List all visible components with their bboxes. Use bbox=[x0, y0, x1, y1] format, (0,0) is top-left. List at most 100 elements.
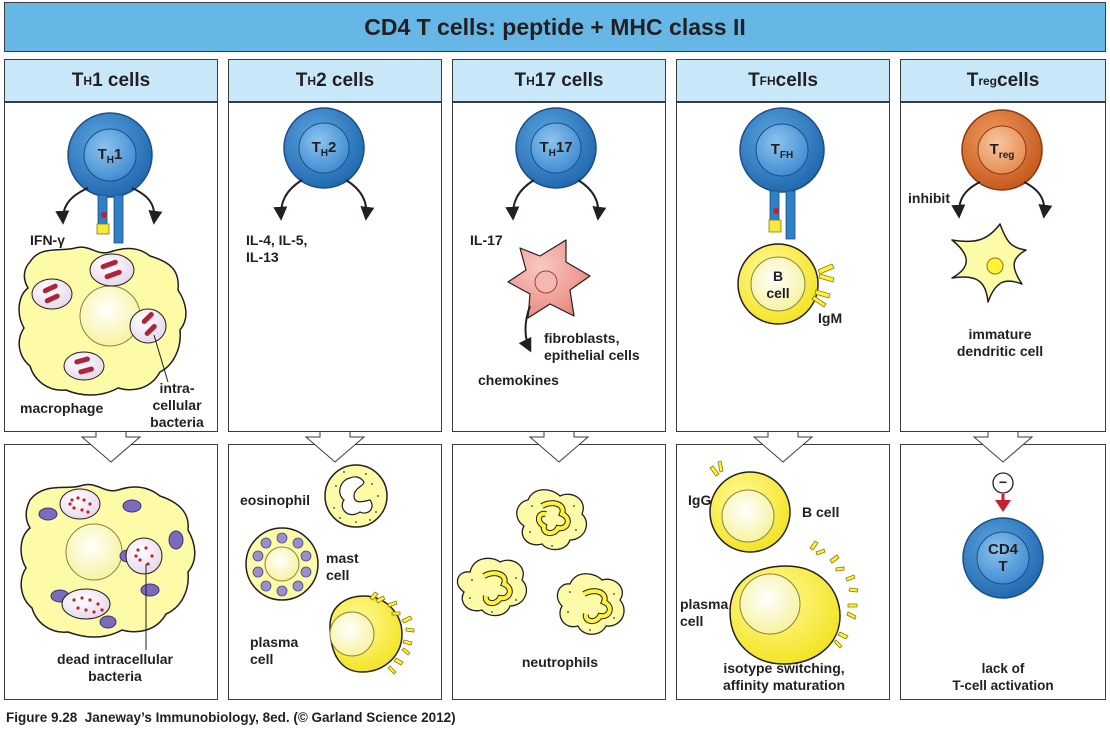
dead-bacteria-label: dead intracellular bacteria bbox=[57, 651, 173, 684]
transition-arrow-th2 bbox=[304, 432, 366, 463]
th2-cell-label: TH2 bbox=[306, 139, 342, 162]
cd4-t-cell bbox=[962, 517, 1044, 599]
immature-dc-label: immature dendritic cell bbox=[956, 326, 1044, 359]
plasma-cell-th2 bbox=[329, 595, 403, 673]
th17-cell-label-rest: 17 bbox=[555, 139, 573, 156]
eosinophil-label: eosinophil bbox=[240, 492, 310, 508]
th2-cell-label-rest: 2 bbox=[328, 139, 337, 156]
plasma-cell-th2-label: plasma cell bbox=[250, 634, 299, 667]
tfh-cell-label-main: T bbox=[770, 141, 780, 158]
b-cell-top bbox=[737, 243, 819, 325]
header-th1-main: T bbox=[71, 69, 84, 91]
treg-arrow-left bbox=[951, 181, 981, 219]
header-treg-main: T bbox=[966, 69, 979, 91]
th17-arrow-right bbox=[577, 179, 607, 221]
figure-number: Figure 9.28 bbox=[6, 710, 78, 725]
header-th2-main: T bbox=[295, 69, 308, 91]
tfh-cell-label: TFH bbox=[762, 141, 802, 164]
plasma-cell-tfh-label: plasma cell bbox=[680, 596, 729, 629]
b-cell-label: B cell bbox=[766, 268, 790, 301]
fibroblasts-label: fibroblasts, epithelial cells bbox=[544, 330, 640, 363]
macrophage-activated bbox=[18, 246, 187, 396]
th1-cell-label-main: T bbox=[97, 146, 107, 163]
th17-cell-label: TH17 bbox=[532, 139, 580, 162]
chemokines-label: chemokines bbox=[478, 372, 559, 388]
header-treg-rest: cells bbox=[997, 69, 1040, 91]
th1-arrow-left bbox=[55, 187, 89, 225]
figure-title: CD4 T cells: peptide + MHC class II bbox=[4, 2, 1106, 52]
igm-label: IgM bbox=[818, 310, 843, 326]
lack-activation-label: lack of T-cell activation bbox=[952, 661, 1054, 693]
immature-dendritic-cell bbox=[951, 223, 1027, 303]
th1-cell bbox=[67, 112, 153, 198]
b-cell-bottom bbox=[709, 471, 791, 553]
neutrophil-1 bbox=[516, 489, 587, 551]
eosinophil-cell bbox=[324, 464, 388, 528]
th17-cell bbox=[515, 107, 597, 189]
inhibition-symbol-label: − bbox=[998, 474, 1008, 490]
th17-chemokine-arrow bbox=[518, 305, 532, 353]
cd4-t-label: CD4 T bbox=[987, 541, 1018, 575]
treg-cell bbox=[961, 109, 1043, 191]
th1-cell-label: TH1 bbox=[92, 146, 128, 169]
th17-arrow-left bbox=[505, 179, 535, 221]
treg-cell-label: Treg bbox=[980, 141, 1024, 164]
header-tfh-sub: FH bbox=[759, 73, 776, 88]
th2-cell-label-main: T bbox=[311, 139, 321, 156]
mast-cell bbox=[245, 527, 319, 601]
treg-arrow-right bbox=[1023, 181, 1053, 219]
antibodies-tfh bbox=[809, 540, 859, 649]
header-tfh-rest: cells bbox=[775, 69, 818, 91]
th1-tcr-complex bbox=[96, 194, 124, 244]
header-th2-rest: 2 cells bbox=[316, 69, 375, 91]
neutrophils bbox=[456, 489, 625, 635]
macrophage-killing bbox=[20, 483, 196, 638]
neutrophils-label: neutrophils bbox=[521, 654, 599, 670]
header-tfh-main: T bbox=[748, 69, 760, 91]
header-th17-rest: 17 cells bbox=[534, 69, 604, 91]
header-th17-sub: H bbox=[526, 73, 535, 88]
tfh-cell bbox=[739, 107, 825, 193]
neutrophil-3 bbox=[556, 573, 625, 635]
th1-arrow-right bbox=[131, 187, 163, 225]
figure-caption: Figure 9.28 Janeway’s Immunobiology, 8ed… bbox=[6, 710, 456, 725]
header-th17-main: T bbox=[514, 69, 527, 91]
transition-arrows bbox=[80, 432, 1034, 463]
fibroblast-cell bbox=[507, 239, 591, 319]
igg-label: IgG bbox=[688, 492, 712, 508]
header-th1-rest: 1 cells bbox=[92, 69, 151, 91]
th17-cell-label-main: T bbox=[539, 139, 549, 156]
isotype-switching-label: isotype switching, affinity maturation bbox=[722, 660, 846, 693]
treg-cell-label-sub: reg bbox=[998, 150, 1015, 161]
th2-cell bbox=[283, 107, 365, 189]
igg-antibodies bbox=[709, 460, 724, 477]
treg-cell-label-main: T bbox=[989, 141, 999, 158]
th2-cell-label-sub: H bbox=[320, 148, 329, 159]
transition-arrow-tfh bbox=[752, 432, 814, 463]
th17-cell-label-sub: H bbox=[548, 148, 556, 159]
inhibit-label: inhibit bbox=[908, 190, 950, 206]
tfh-cell-label-sub: FH bbox=[779, 150, 794, 161]
mast-cell-label: mast cell bbox=[326, 550, 359, 583]
antibodies-th2 bbox=[369, 591, 415, 675]
transition-arrow-th17 bbox=[528, 432, 590, 463]
il17-label: IL-17 bbox=[470, 232, 503, 248]
ifn-gamma-label: IFN-γ bbox=[30, 232, 65, 248]
b-cell-bottom-label: B cell bbox=[802, 504, 840, 520]
th1-cell-label-sub: H bbox=[106, 155, 115, 166]
th1-bacteria-pointer bbox=[153, 334, 169, 383]
header-th2-sub: H bbox=[307, 73, 317, 88]
header-th1-sub: H bbox=[83, 73, 93, 88]
th2-arrow-left bbox=[273, 179, 303, 221]
neutrophil-2 bbox=[456, 557, 527, 617]
transition-arrow-th1 bbox=[80, 432, 142, 463]
th2-arrow-right bbox=[345, 179, 375, 221]
intracellular-bacteria-label: intra- cellular bacteria bbox=[150, 380, 204, 430]
header-treg-sub: reg bbox=[978, 73, 998, 88]
th1-cell-label-rest: 1 bbox=[114, 146, 123, 163]
